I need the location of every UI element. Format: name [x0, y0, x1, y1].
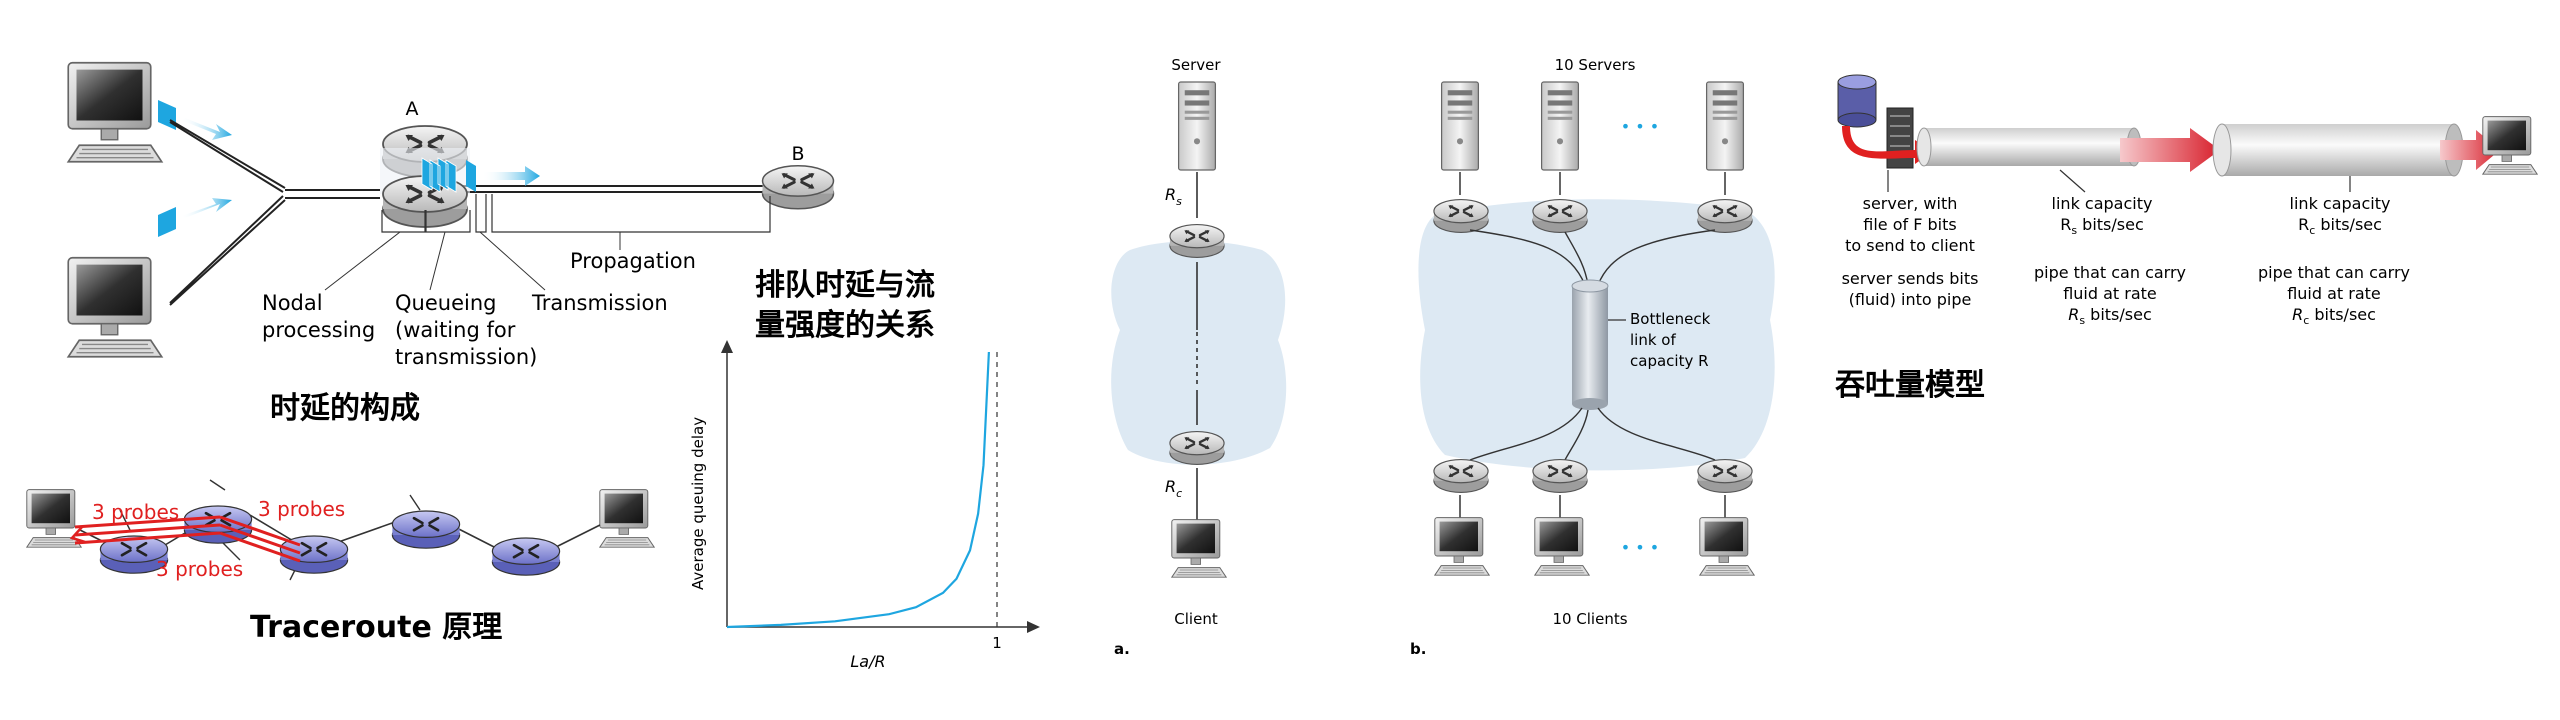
flow-arrow-1 [2120, 128, 2220, 172]
delay-diagram: A B Propagation Nodal processing Queuein… [67, 61, 836, 426]
rs-bits-label: Rs bits/sec [2060, 215, 2144, 237]
chart-x-tick: 1 [992, 634, 1002, 652]
node-b-label: B [791, 143, 804, 165]
chart-y-label: Average queuing delay [689, 417, 707, 590]
probe-paths [69, 515, 301, 563]
probe-label-2: 3 probes [258, 497, 345, 521]
queue-packets [421, 157, 540, 193]
pipe-rs [1916, 127, 2142, 167]
clients-label-b: 10 Clients [1552, 610, 1627, 628]
rc-bits-label: Rc bits/sec [2298, 215, 2382, 237]
router-hop-4 [391, 509, 461, 550]
router-b [760, 164, 836, 211]
transmission-label: Transmission [531, 291, 668, 315]
server-desc-3: to send to client [1845, 236, 1975, 255]
clients-ellipsis: • • • [1621, 538, 1659, 557]
bottleneck-label-3: capacity R [1630, 352, 1709, 370]
throughput-model: server, with file of F bits to send to c… [1835, 74, 2538, 403]
rc-label-a: Rc [1165, 477, 1182, 500]
pipe-rs-desc-2: fluid at rate [2063, 284, 2157, 303]
bottleneck-label-1: Bottleneck [1630, 310, 1711, 328]
host-computer-bottom [67, 256, 163, 358]
chart-x-label: La/R [850, 652, 885, 671]
servers-ellipsis: • • • [1621, 117, 1659, 136]
server-icon-b-1 [1440, 81, 1480, 171]
queuing-delay-chart: 排队时延与流 量强度的关系 Average queuing delay La/R… [689, 268, 1040, 671]
router-top-b-2 [1531, 198, 1589, 234]
queueing-label-2: (waiting for [395, 318, 516, 342]
rc-capacity-label: link capacity [2290, 194, 2391, 213]
servers-label-b: 10 Servers [1555, 56, 1636, 74]
traceroute-diagram: 3 probes 3 probes 3 probes Traceroute 原理 [26, 479, 655, 645]
sends-desc-1: server sends bits [1842, 269, 1979, 288]
queueing-label-3: transmission) [395, 345, 537, 369]
throughput-caption: 吞吐量模型 [1835, 368, 1985, 403]
host-computer-top [67, 61, 163, 163]
topology-a: Server Rs Rc Client a. [1111, 56, 1287, 658]
router-bottom-a [1168, 430, 1226, 466]
queueing-label-1: Queueing [395, 291, 496, 315]
destination-host-icon [599, 489, 655, 548]
client-label-a: Client [1174, 610, 1218, 628]
network-cloud-a [1111, 241, 1287, 465]
queuing-delay-curve [726, 351, 990, 629]
probe-label-1: 3 probes [92, 500, 179, 524]
router-top-b-1 [1432, 198, 1490, 234]
client-icon-b-1 [1434, 517, 1490, 576]
chart-caption-2: 量强度的关系 [755, 308, 935, 343]
probe-label-3: 3 probes [156, 557, 243, 581]
router-top-b-3 [1696, 198, 1754, 234]
rs-label-a: Rs [1165, 185, 1182, 208]
server-icon-b-3 [1705, 81, 1745, 171]
panel-a-label: a. [1114, 640, 1130, 658]
server-desc-2: file of F bits [1863, 215, 1956, 234]
pipe-rc [2212, 123, 2464, 177]
panel-b-label: b. [1410, 640, 1426, 658]
topology-b: 10 Servers • • • Bottleneck link of capa… [1410, 56, 1775, 658]
pipe-rs-desc-3: Rs bits/sec [2068, 305, 2152, 327]
router-hop-5 [491, 536, 561, 577]
nodal-label-2: processing [262, 318, 375, 342]
pipe-rs-desc-1: pipe that can carry [2034, 263, 2186, 282]
chart-caption-1: 排队时延与流 [755, 268, 935, 303]
server-label-a: Server [1171, 56, 1221, 74]
router-top-a [1168, 223, 1226, 259]
client-icon-throughput [2482, 116, 2538, 175]
client-icon-b-2 [1534, 517, 1590, 576]
delay-caption: 时延的构成 [270, 391, 420, 426]
packet-arrow-bottom [158, 198, 232, 237]
pipe-rc-desc-1: pipe that can carry [2258, 263, 2410, 282]
pipe-rc-desc-3: Rc bits/sec [2292, 305, 2376, 327]
server-storage-icon [1837, 74, 1932, 169]
traceroute-caption: Traceroute 原理 [250, 610, 502, 645]
router-bottom-b-3 [1696, 458, 1754, 494]
client-icon-a [1171, 519, 1227, 578]
server-icon-a [1177, 81, 1217, 171]
bottleneck-label-2: link of [1630, 331, 1676, 349]
nodal-label-1: Nodal [262, 291, 323, 315]
pipe-rc-desc-2: fluid at rate [2287, 284, 2381, 303]
node-a-label: A [406, 98, 419, 120]
client-icon-b-3 [1699, 517, 1755, 576]
bottleneck-link [1571, 279, 1609, 410]
server-icon-b-2 [1540, 81, 1580, 171]
router-bottom-b-2 [1531, 458, 1589, 494]
rs-capacity-label: link capacity [2052, 194, 2153, 213]
server-desc-1: server, with [1863, 194, 1958, 213]
router-bottom-b-1 [1432, 458, 1490, 494]
propagation-label: Propagation [570, 249, 696, 273]
sends-desc-2: (fluid) into pipe [1849, 290, 1972, 309]
